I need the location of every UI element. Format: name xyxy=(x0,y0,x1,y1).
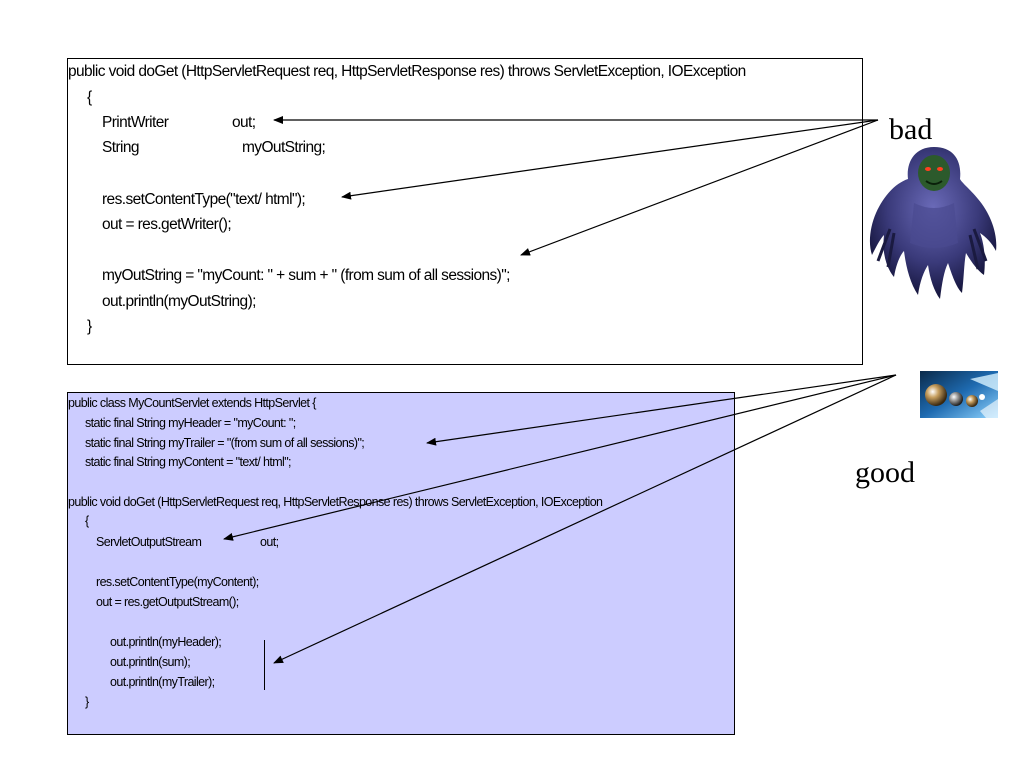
println-group-bracket xyxy=(264,640,265,690)
bad-close-brace: } xyxy=(87,318,92,335)
bad-code-box: public void doGet (HttpServletRequest re… xyxy=(67,58,863,365)
good-code-box: public class MyCountServlet extends Http… xyxy=(67,392,735,735)
spheres-banner-icon xyxy=(920,371,998,418)
good-close-brace: } xyxy=(85,695,89,709)
good-println-sum: out.println(sum); xyxy=(110,655,191,669)
bad-method-signature: public void doGet (HttpServletRequest re… xyxy=(68,63,746,80)
good-label: good xyxy=(855,456,915,489)
good-println-header: out.println(myHeader); xyxy=(110,635,222,649)
good-stream-name: out; xyxy=(260,535,279,549)
ghoul-figure-icon xyxy=(869,147,997,299)
bad-set-content-type: res.setContentType("text/ html"); xyxy=(102,191,306,208)
bad-printwriter-type: PrintWriter xyxy=(102,114,169,131)
good-open-brace: { xyxy=(85,514,89,528)
good-set-content-type: res.setContentType(myContent); xyxy=(96,575,259,589)
bad-label: bad xyxy=(889,113,933,146)
good-class-declaration: public class MyCountServlet extends Http… xyxy=(68,396,316,410)
bad-get-writer: out = res.getWriter(); xyxy=(102,216,232,233)
good-trailer-field: static final String myTrailer = "(from s… xyxy=(85,436,365,450)
good-header-field: static final String myHeader = "myCount:… xyxy=(85,416,296,430)
bad-build-string: myOutString = "myCount: " + sum + " (fro… xyxy=(102,267,510,284)
good-get-output-stream: out = res.getOutputStream(); xyxy=(96,595,239,609)
good-println-trailer: out.println(myTrailer); xyxy=(110,675,215,689)
bad-string-name: myOutString; xyxy=(242,139,326,156)
good-method-signature: public void doGet (HttpServletRequest re… xyxy=(68,495,603,509)
bad-string-type: String xyxy=(102,139,140,156)
bad-printwriter-name: out; xyxy=(232,114,256,131)
good-content-field: static final String myContent = "text/ h… xyxy=(85,455,292,469)
bad-println: out.println(myOutString); xyxy=(102,293,256,310)
bad-open-brace: { xyxy=(87,89,92,106)
good-stream-type: ServletOutputStream xyxy=(96,535,202,549)
